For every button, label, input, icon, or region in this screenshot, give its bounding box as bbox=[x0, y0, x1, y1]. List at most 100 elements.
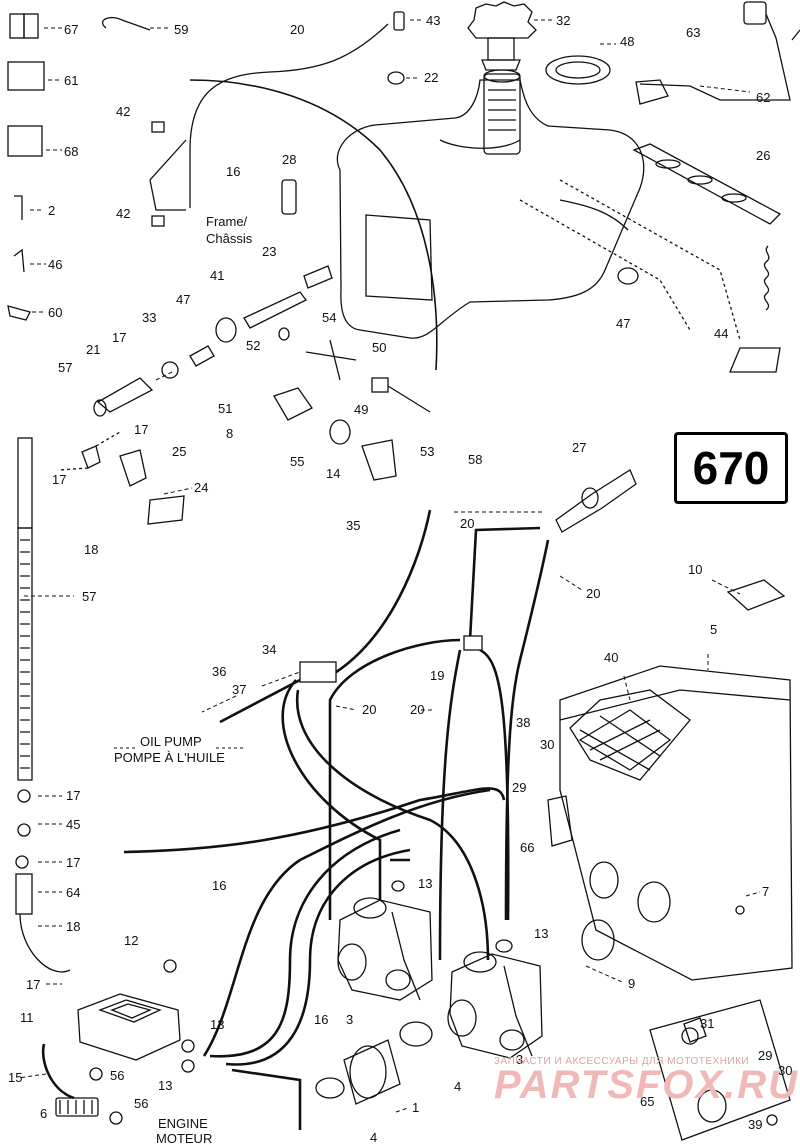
part-label: 20 bbox=[362, 702, 376, 717]
part-label: 4 bbox=[370, 1130, 377, 1145]
part-label: 36 bbox=[212, 664, 226, 679]
part-label: 15 bbox=[8, 1070, 22, 1085]
oil-pump-label: OIL PUMP bbox=[140, 734, 202, 749]
part-label: 42 bbox=[116, 206, 130, 221]
watermark: ЗАПЧАСТИ И АКСЕССУАРЫ ДЛЯ МОТОТЕХНИКИ PA… bbox=[494, 1056, 799, 1108]
part-label: 13 bbox=[158, 1078, 172, 1093]
part-label: 17 bbox=[52, 472, 66, 487]
engine-label-fr: MOTEUR bbox=[156, 1131, 212, 1146]
part-label: 30 bbox=[540, 737, 554, 752]
throttle-lever bbox=[555, 469, 637, 533]
part-label: 62 bbox=[756, 90, 770, 105]
part-label: 35 bbox=[346, 518, 360, 533]
part-label: 42 bbox=[116, 104, 130, 119]
part-label: 6 bbox=[40, 1106, 47, 1121]
part-label: 31 bbox=[700, 1016, 714, 1031]
air-silencer bbox=[547, 665, 793, 981]
fuel-cap bbox=[467, 1, 537, 71]
part-label: 40 bbox=[604, 650, 618, 665]
part-label: 33 bbox=[142, 310, 156, 325]
part-label: 1 bbox=[412, 1100, 419, 1115]
part-label: 11 bbox=[20, 1010, 34, 1025]
carburetor-right bbox=[447, 951, 543, 1059]
part-label: 20 bbox=[586, 586, 600, 601]
part-label: 51 bbox=[218, 401, 232, 416]
part-label: 29 bbox=[512, 780, 526, 795]
part-label: 39 bbox=[748, 1117, 762, 1132]
part-label: 53 bbox=[420, 444, 434, 459]
part-label: 46 bbox=[48, 257, 62, 272]
part-label: 58 bbox=[468, 452, 482, 467]
choke-cable-57 bbox=[15, 437, 71, 973]
part-label: 57 bbox=[58, 360, 72, 375]
part-label: 18 bbox=[84, 542, 98, 557]
throttle-parts bbox=[59, 265, 431, 525]
part-label: 49 bbox=[354, 402, 368, 417]
chassis-label: Châssis bbox=[206, 231, 253, 246]
part-label: 66 bbox=[520, 840, 534, 855]
part-label: 47 bbox=[176, 292, 190, 307]
part-label: 17 bbox=[26, 977, 40, 992]
part-label: 24 bbox=[194, 480, 208, 495]
cable-20-top bbox=[189, 23, 389, 208]
text-labels: Frame/ Châssis OIL PUMP POMPE À L'HUILE … bbox=[114, 214, 253, 1146]
tension-spring bbox=[763, 245, 770, 311]
part-label: 37 bbox=[232, 682, 246, 697]
part-label: 60 bbox=[48, 305, 62, 320]
part-label: 20 bbox=[460, 516, 474, 531]
part-label: 10 bbox=[688, 562, 702, 577]
part-label: 29 bbox=[758, 1048, 772, 1063]
part-label: 20 bbox=[290, 22, 304, 37]
part-label: 59 bbox=[174, 22, 188, 37]
tank-strap bbox=[632, 143, 782, 225]
part-label: 18 bbox=[66, 919, 80, 934]
part-label: 17 bbox=[66, 855, 80, 870]
part-label: 43 bbox=[426, 13, 440, 28]
part-label: 16 bbox=[226, 164, 240, 179]
part-label: 64 bbox=[66, 885, 80, 900]
mount-plate bbox=[649, 999, 791, 1141]
part-label: 27 bbox=[572, 440, 586, 455]
part-label: 34 bbox=[262, 642, 276, 657]
carburetor-left bbox=[337, 897, 433, 1001]
part-label: 63 bbox=[686, 25, 700, 40]
part-label: 21 bbox=[86, 342, 100, 357]
engine-label: ENGINE bbox=[158, 1116, 208, 1131]
oil-pump-label-fr: POMPE À L'HUILE bbox=[114, 750, 225, 765]
fuel-tank bbox=[336, 69, 645, 339]
part-label: 32 bbox=[556, 13, 570, 28]
part-label: 48 bbox=[620, 34, 634, 49]
intake-ring bbox=[581, 919, 615, 961]
part-label: 26 bbox=[756, 148, 770, 163]
part-label: 44 bbox=[714, 326, 728, 341]
figure-number: 670 bbox=[692, 442, 770, 494]
part-label: 30 bbox=[778, 1063, 792, 1078]
part-label: 17 bbox=[112, 330, 126, 345]
part-label: 54 bbox=[322, 310, 336, 325]
part-label: 41 bbox=[210, 268, 224, 283]
part-label: 56 bbox=[110, 1068, 124, 1083]
fuel-lines bbox=[41, 509, 550, 1130]
fuel-gauge bbox=[635, 1, 800, 105]
part-label: 7 bbox=[762, 884, 769, 899]
part-label: 5 bbox=[710, 622, 717, 637]
watermark-tagline: ЗАПЧАСТИ И АКСЕССУАРЫ ДЛЯ МОТОТЕХНИКИ bbox=[494, 1056, 750, 1067]
part-label: 67 bbox=[64, 22, 78, 37]
intake-boots bbox=[315, 1021, 433, 1105]
part-label: 25 bbox=[172, 444, 186, 459]
connectors-left bbox=[7, 13, 151, 321]
part-label: 16 bbox=[314, 1012, 328, 1027]
part-label: 13 bbox=[534, 926, 548, 941]
part-label: 20 bbox=[410, 702, 424, 717]
vent-line-28 bbox=[189, 79, 438, 371]
part-label: 22 bbox=[424, 70, 438, 85]
part-label: 17 bbox=[134, 422, 148, 437]
part-label: 12 bbox=[124, 933, 138, 948]
part-label: 55 bbox=[290, 454, 304, 469]
part-label: 4 bbox=[454, 1079, 461, 1094]
part-label: 3 bbox=[346, 1012, 353, 1027]
part-label: 56 bbox=[134, 1096, 148, 1111]
figure-number-box: 670 bbox=[674, 432, 788, 504]
